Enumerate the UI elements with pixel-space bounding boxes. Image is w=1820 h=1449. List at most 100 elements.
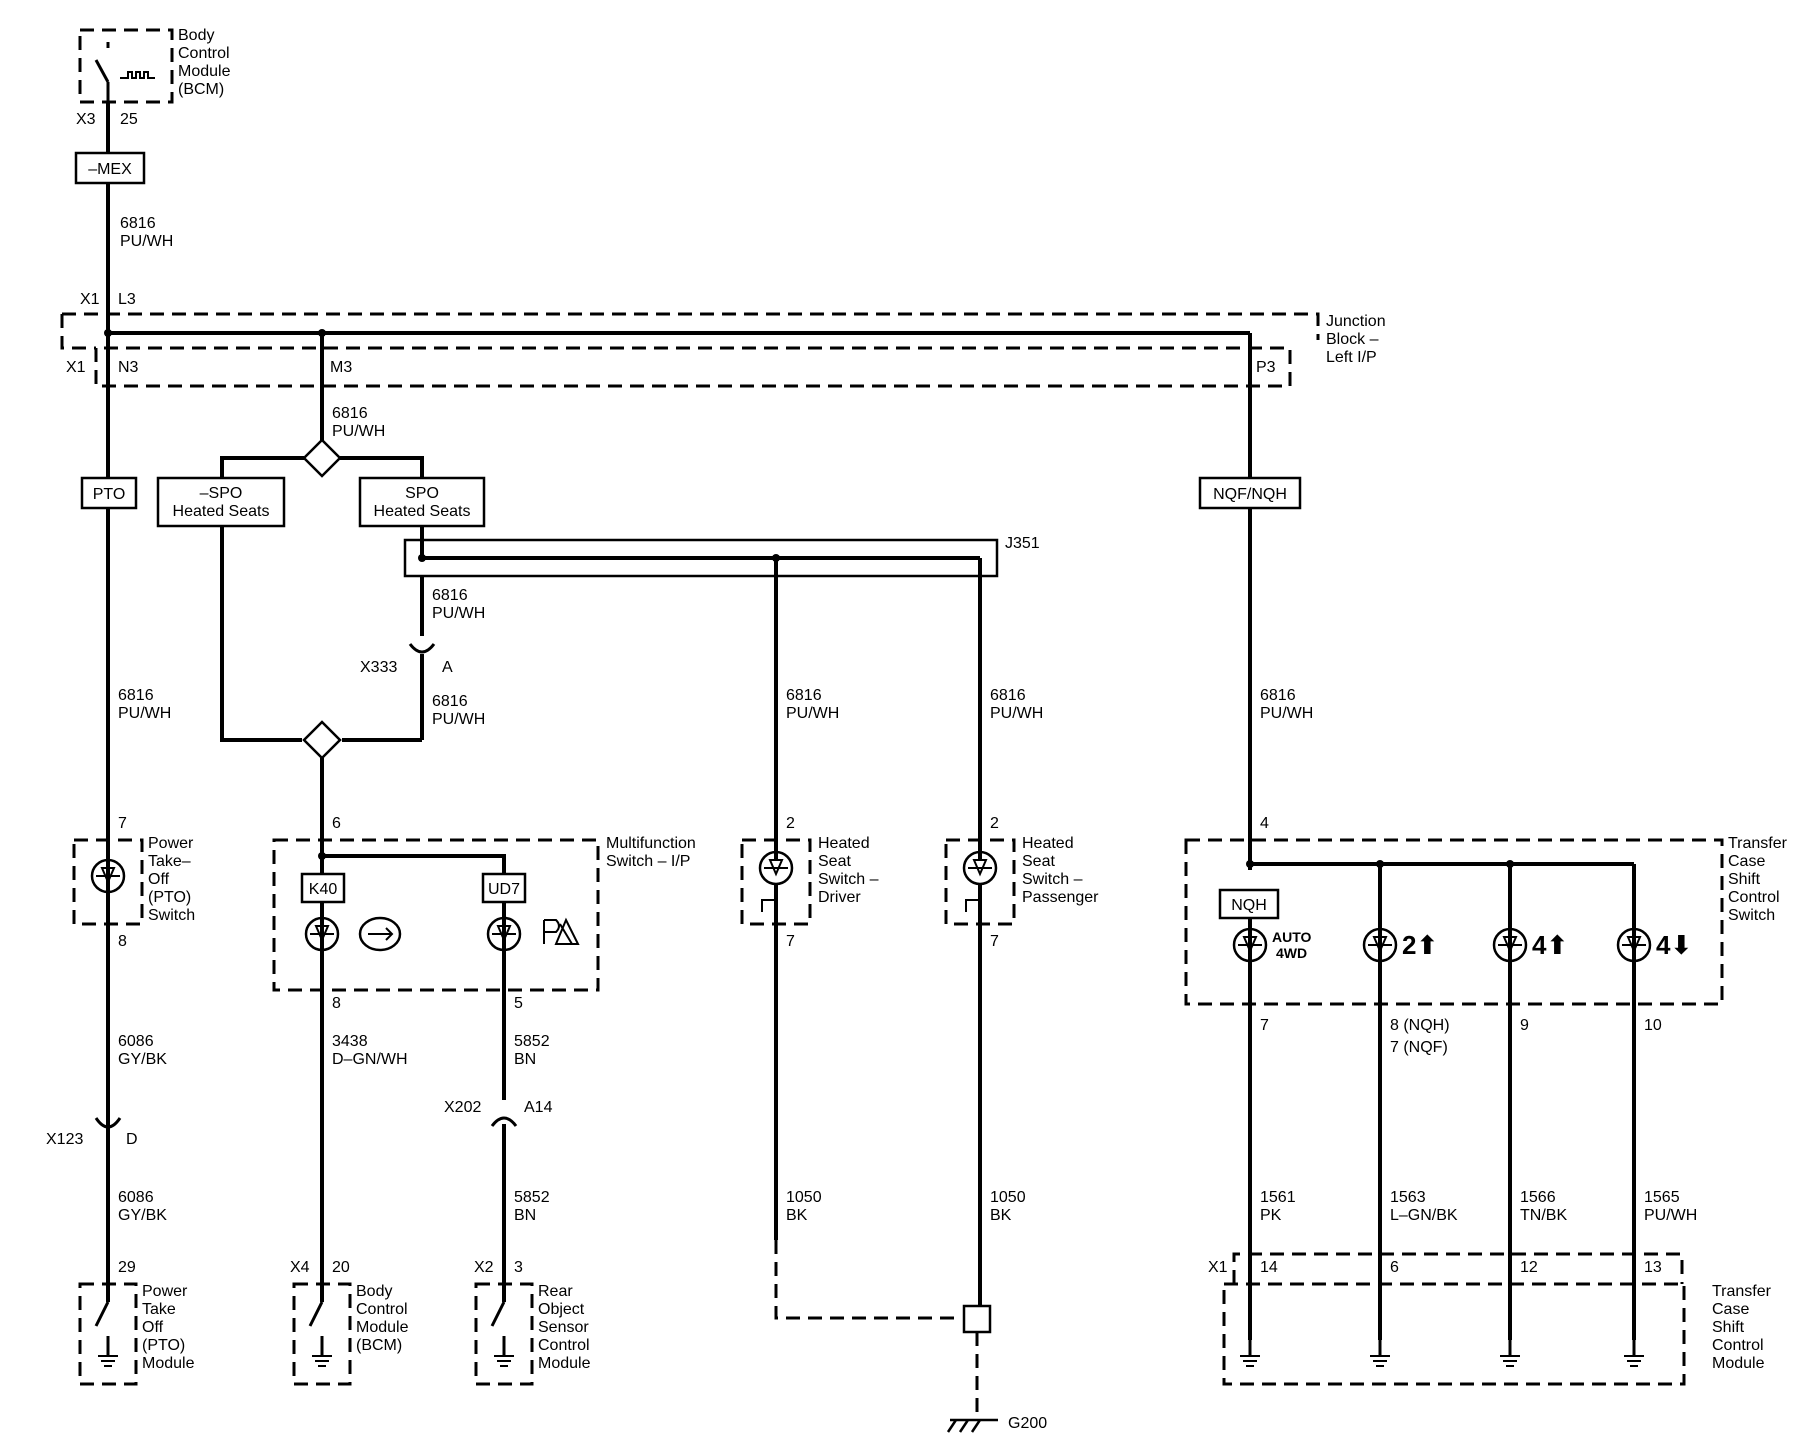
- svg-text:Seat: Seat: [1022, 853, 1055, 870]
- 4hi-up-symbol: 4⬆: [1532, 930, 1568, 960]
- svg-text:Take–: Take–: [148, 853, 191, 870]
- svg-text:Shift: Shift: [1712, 1319, 1745, 1336]
- bcm-bottom-module: X4 20 Body Control Module (BCM): [290, 1135, 409, 1386]
- connector-x3: X3: [76, 111, 96, 128]
- svg-text:6816: 6816: [1260, 687, 1296, 704]
- svg-text:8: 8: [118, 933, 127, 950]
- driver-switch-label: Heated: [818, 835, 870, 852]
- svg-text:Switch –: Switch –: [818, 871, 879, 888]
- svg-text:PU/WH: PU/WH: [1644, 1207, 1697, 1224]
- svg-text:Seat: Seat: [818, 853, 851, 870]
- svg-text:Block –: Block –: [1326, 331, 1379, 348]
- connector-x202-symbol: [490, 1116, 518, 1127]
- svg-text:X333: X333: [360, 659, 397, 676]
- svg-text:A14: A14: [524, 1099, 553, 1116]
- mex-option-box: [74, 151, 146, 185]
- svg-text:7: 7: [786, 933, 795, 950]
- svg-text:Module: Module: [356, 1319, 409, 1336]
- svg-text:Module: Module: [142, 1355, 195, 1372]
- nqh-box: [1218, 888, 1280, 920]
- j351-bus: J351: [403, 526, 1040, 578]
- svg-text:7: 7: [118, 815, 127, 832]
- svg-text:Switch – I/P: Switch – I/P: [606, 853, 690, 870]
- pto-switch: 7 Power Take– Off (PTO) Switch 8: [72, 815, 195, 950]
- svg-text:Shift: Shift: [1728, 871, 1761, 888]
- svg-text:BN: BN: [514, 1207, 536, 1224]
- ground-g200: G200: [774, 1240, 1047, 1433]
- svg-text:X202: X202: [444, 1099, 481, 1116]
- svg-text:Case: Case: [1728, 853, 1765, 870]
- multifunction-switch: K40 UD7 6 Multifunction Switch – I/P 8 5: [272, 815, 696, 1135]
- svg-text:2: 2: [990, 815, 999, 832]
- svg-text:M3: M3: [330, 359, 352, 376]
- tcm-label: Transfer: [1712, 1283, 1772, 1300]
- svg-text:2: 2: [786, 815, 795, 832]
- svg-text:GY/BK: GY/BK: [118, 1207, 167, 1224]
- svg-text:(BCM): (BCM): [178, 81, 224, 98]
- svg-text:6: 6: [332, 815, 341, 832]
- splice-bottom: [302, 720, 342, 760]
- svg-text:X2: X2: [474, 1259, 494, 1276]
- svg-text:D: D: [126, 1131, 138, 1148]
- svg-text:5: 5: [514, 995, 523, 1012]
- j351-label: J351: [1005, 535, 1040, 552]
- svg-text:UD7: UD7: [488, 881, 520, 898]
- svg-text:PU/WH: PU/WH: [432, 711, 485, 728]
- svg-text:BK: BK: [990, 1207, 1012, 1224]
- svg-text:Control: Control: [1712, 1337, 1764, 1354]
- svg-text:Module: Module: [178, 63, 231, 80]
- svg-text:Control: Control: [538, 1337, 590, 1354]
- ud7-box: [481, 872, 527, 904]
- svg-text:8: 8: [332, 995, 341, 1012]
- svg-text:D–GN/WH: D–GN/WH: [332, 1051, 408, 1068]
- svg-text:13: 13: [1644, 1259, 1662, 1276]
- svg-text:PU/WH: PU/WH: [120, 233, 173, 250]
- svg-text:4: 4: [1260, 815, 1269, 832]
- pto-module-label: Power: [142, 1283, 188, 1300]
- svg-text:8 (NQH): 8 (NQH): [1390, 1017, 1450, 1034]
- svg-text:N3: N3: [118, 359, 139, 376]
- junction-block: Junction Block – Left I/P: [60, 312, 1386, 388]
- g200-label: G200: [1008, 1415, 1047, 1432]
- svg-text:Switch –: Switch –: [1022, 871, 1083, 888]
- svg-text:PTO: PTO: [93, 486, 126, 503]
- svg-text:TN/BK: TN/BK: [1520, 1207, 1567, 1224]
- svg-text:Passenger: Passenger: [1022, 889, 1099, 906]
- 2wd-up-symbol: 2⬆: [1402, 930, 1438, 960]
- svg-text:Off: Off: [148, 871, 170, 888]
- svg-text:(PTO): (PTO): [148, 889, 191, 906]
- svg-text:Control: Control: [178, 45, 230, 62]
- transfer-case-switch: NQH AUTO 4WD 2⬆ 4⬆ 4⬇ 4 Transfer Case Sh…: [1184, 815, 1788, 1006]
- bcm-top-module: Body Control Module (BCM): [78, 27, 231, 104]
- svg-text:29: 29: [118, 1259, 136, 1276]
- rear-object-sensor-module: X2 3 Rear Object Sensor Control Module: [474, 1259, 591, 1386]
- svg-text:7: 7: [990, 933, 999, 950]
- svg-text:6086: 6086: [118, 1189, 154, 1206]
- svg-text:4WD: 4WD: [1276, 945, 1307, 961]
- svg-text:Left I/P: Left I/P: [1326, 349, 1377, 366]
- svg-text:7 (NQF): 7 (NQF): [1390, 1039, 1448, 1056]
- svg-text:X4: X4: [290, 1259, 310, 1276]
- svg-text:6816: 6816: [432, 587, 468, 604]
- svg-text:1563: 1563: [1390, 1189, 1426, 1206]
- cruise-icon: [358, 916, 402, 952]
- ros-module-label: Rear: [538, 1283, 573, 1300]
- svg-text:1561: 1561: [1260, 1189, 1296, 1206]
- pto-switch-label: Power: [148, 835, 194, 852]
- svg-text:Control: Control: [356, 1301, 408, 1318]
- park-assist-icon: [543, 917, 580, 945]
- svg-text:X123: X123: [46, 1131, 83, 1148]
- transfer-case-switch-label: Transfer: [1728, 835, 1788, 852]
- pin-25: 25: [120, 111, 138, 128]
- svg-text:5852: 5852: [514, 1189, 550, 1206]
- svg-text:Driver: Driver: [818, 889, 861, 906]
- svg-text:PU/WH: PU/WH: [432, 605, 485, 622]
- svg-text:7: 7: [1260, 1017, 1269, 1034]
- svg-text:PU/WH: PU/WH: [118, 705, 171, 722]
- svg-text:NQH: NQH: [1231, 897, 1267, 914]
- svg-text:GY/BK: GY/BK: [118, 1051, 167, 1068]
- svg-text:14: 14: [1260, 1259, 1278, 1276]
- multifunction-label: Multifunction: [606, 835, 696, 852]
- svg-text:(BCM): (BCM): [356, 1337, 402, 1354]
- svg-text:5852: 5852: [514, 1033, 550, 1050]
